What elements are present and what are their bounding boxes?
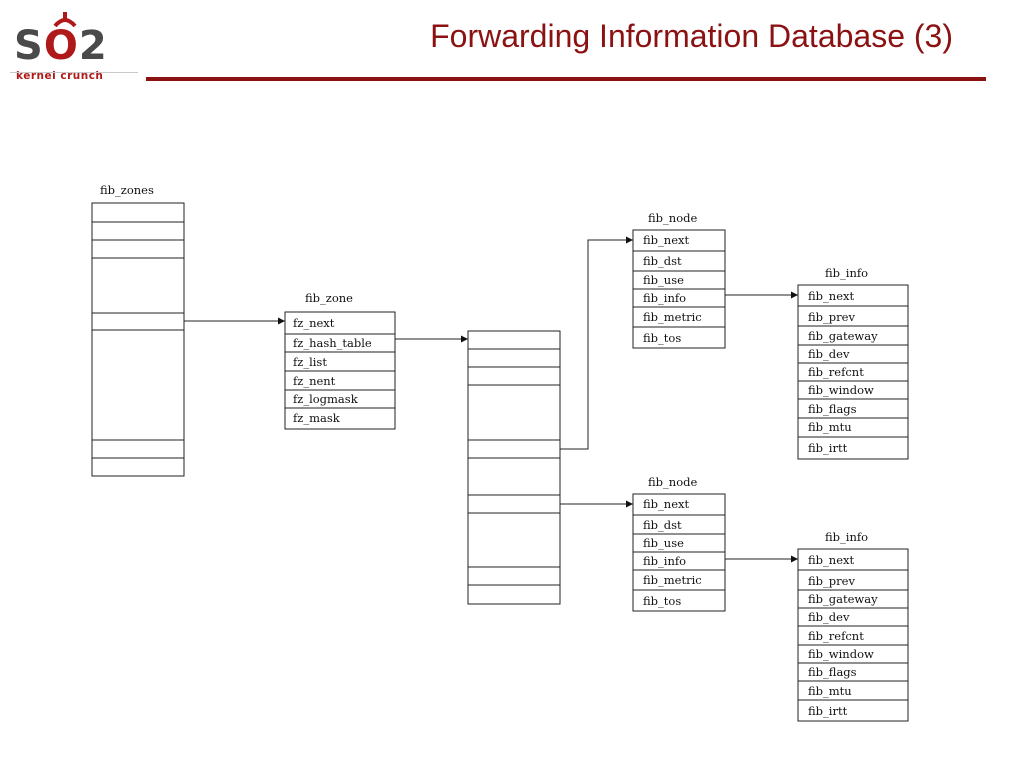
fib-zones-box xyxy=(91,202,185,477)
header-accent-rule xyxy=(146,77,986,81)
logo-letter-o: O xyxy=(43,23,79,69)
fib-info-bottom-field: fib_irtt xyxy=(808,704,848,718)
fib-node-bottom-label: fib_node xyxy=(648,475,697,489)
fib-node-bottom-field: fib_dst xyxy=(643,518,682,532)
logo-tagline: kernel crunch xyxy=(16,70,104,82)
fib-zone-struct: fib_zone fz_next fz_hash_table fz_list f… xyxy=(284,291,396,430)
arrow-column-to-fib-node-top xyxy=(560,236,633,450)
fib-info-top-field: fib_mtu xyxy=(808,420,852,434)
fib-node-top-field: fib_next xyxy=(643,233,689,247)
fib-info-top-label: fib_info xyxy=(825,266,868,280)
fib-node-top-struct: fib_node fib_next fib_dst fib_use fib_in… xyxy=(632,211,726,349)
slide-title: Forwarding Information Database (3) xyxy=(430,18,953,54)
fib-zone-label: fib_zone xyxy=(305,291,353,305)
fib-zone-field: fz_next xyxy=(293,316,335,330)
hash-table-box xyxy=(467,330,561,605)
fib-zones-label: fib_zones xyxy=(100,183,154,197)
fib-info-top-field: fib_prev xyxy=(808,310,855,324)
fib-node-top-field: fib_info xyxy=(643,291,686,305)
fib-info-bottom-field: fib_dev xyxy=(808,610,850,624)
fib-node-top-field: fib_metric xyxy=(643,310,702,324)
logo-wordmark: SO2 xyxy=(14,24,108,68)
fib-zone-field: fz_list xyxy=(293,355,327,369)
acorn-cap-icon xyxy=(53,12,77,28)
fib-node-top-label: fib_node xyxy=(648,211,697,225)
fib-node-bottom-struct: fib_node fib_next fib_dst fib_use fib_in… xyxy=(632,475,726,612)
fib-info-bottom-field: fib_next xyxy=(808,553,854,567)
fib-node-bottom-field: fib_metric xyxy=(643,573,702,587)
fib-info-bottom-field: fib_gateway xyxy=(808,592,878,606)
fib-info-bottom-field: fib_prev xyxy=(808,574,855,588)
fib-zone-field: fz_hash_table xyxy=(293,336,372,350)
fib-zones-table: fib_zones xyxy=(91,183,185,477)
fib-info-top-field: fib_window xyxy=(808,383,874,397)
fib-info-bottom-field: fib_refcnt xyxy=(808,629,864,643)
fib-info-top-field: fib_irtt xyxy=(808,441,848,455)
logo-letter-s: S xyxy=(14,23,44,69)
fib-info-top-field: fib_dev xyxy=(808,347,850,361)
fib-node-bottom-field: fib_info xyxy=(643,554,686,568)
fib-zone-field: fz_logmask xyxy=(293,392,359,406)
fib-node-top-field: fib_use xyxy=(643,273,684,287)
header-thin-rule xyxy=(10,72,138,73)
fib-info-bottom-field: fib_window xyxy=(808,647,874,661)
fib-info-bottom-label: fib_info xyxy=(825,530,868,544)
fib-info-top-field: fib_flags xyxy=(808,402,857,416)
fib-info-bottom-box xyxy=(797,548,909,722)
fib-node-bottom-field: fib_use xyxy=(643,536,684,550)
fib-zone-field: fz_mask xyxy=(293,411,341,425)
fib-info-bottom-field: fib_mtu xyxy=(808,684,852,698)
fib-info-bottom-field: fib_flags xyxy=(808,665,857,679)
fib-info-top-field: fib_gateway xyxy=(808,329,878,343)
fib-node-bottom-field: fib_tos xyxy=(643,594,681,608)
fib-node-top-field: fib_dst xyxy=(643,254,682,268)
fib-info-top-field: fib_next xyxy=(808,289,854,303)
hash-table-column xyxy=(467,330,561,605)
fib-node-top-field: fib_tos xyxy=(643,331,681,345)
fib-node-bottom-field: fib_next xyxy=(643,497,689,511)
logo-letter-2: 2 xyxy=(78,23,108,69)
fib-info-top-box xyxy=(797,284,909,460)
so2-logo: SO2 kernel crunch xyxy=(14,10,134,82)
fib-info-bottom-struct: fib_info fib_next fib_prev fib_gateway f… xyxy=(797,530,909,722)
fib-zone-field: fz_nent xyxy=(293,374,336,388)
fib-info-top-field: fib_refcnt xyxy=(808,365,864,379)
fib-info-top-struct: fib_info fib_next fib_prev fib_gateway f… xyxy=(797,266,909,460)
